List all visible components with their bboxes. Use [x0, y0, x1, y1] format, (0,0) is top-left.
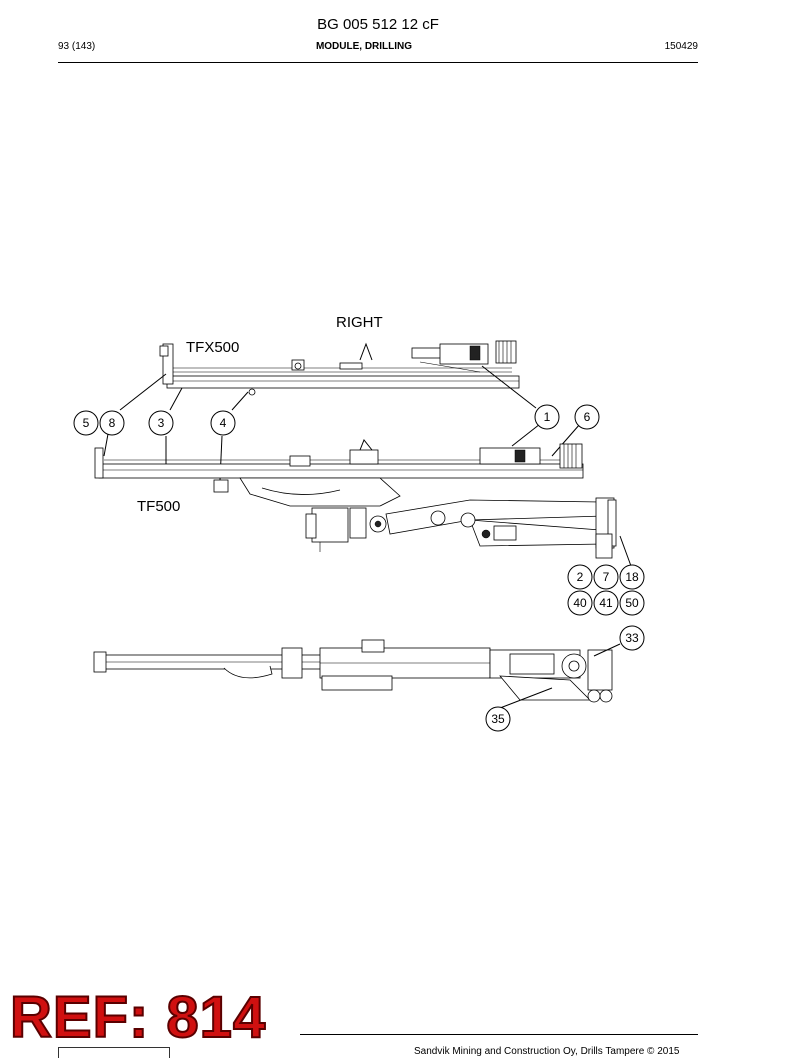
callout-5: 5: [73, 410, 99, 436]
document-date: 150429: [664, 41, 698, 52]
label-tf500: TF500: [137, 498, 180, 515]
svg-text:50: 50: [625, 596, 639, 610]
callout-3: 3: [148, 410, 174, 436]
leader-lines-middle: [619, 535, 632, 567]
boom-assembly: [239, 477, 617, 559]
svg-text:35: 35: [491, 712, 505, 726]
label-tfx500: TFX500: [186, 339, 239, 356]
callout-35: 35: [485, 706, 511, 732]
svg-text:3: 3: [158, 416, 165, 430]
svg-text:2: 2: [577, 570, 584, 584]
svg-text:6: 6: [584, 410, 591, 424]
feed-tfx500: [159, 340, 520, 396]
svg-text:40: 40: [573, 596, 587, 610]
callout-33: 33: [619, 625, 645, 651]
callout-4: 4: [210, 410, 236, 436]
callout-18: 18: [619, 564, 645, 590]
document-number: BG 005 512 12 cF: [317, 16, 439, 33]
callout-2: 2: [567, 564, 593, 590]
svg-text:5: 5: [83, 416, 90, 430]
callout-50: 50: [619, 590, 645, 616]
callout-8: 8: [99, 410, 125, 436]
callout-41: 41: [593, 590, 619, 616]
svg-text:4: 4: [220, 416, 227, 430]
callout-7: 7: [593, 564, 619, 590]
section-title: MODULE, DRILLING: [315, 41, 413, 52]
ref-watermark: REF: 814: [9, 984, 267, 1051]
label-right: RIGHT: [336, 314, 383, 331]
leader-lines-bottom: [499, 643, 621, 709]
svg-text:41: 41: [599, 596, 613, 610]
callout-1: 1: [534, 404, 560, 430]
svg-text:7: 7: [603, 570, 610, 584]
footer-rule: [300, 1034, 698, 1035]
page-number: 93 (143): [58, 41, 96, 52]
feed-tf500: [94, 439, 584, 493]
footer-copyright: Sandvik Mining and Construction Oy, Dril…: [414, 1046, 680, 1057]
callout-6: 6: [574, 404, 600, 430]
svg-text:8: 8: [109, 416, 116, 430]
svg-text:33: 33: [625, 631, 639, 645]
callout-40: 40: [567, 590, 593, 616]
feed-plan-view: [93, 639, 613, 703]
svg-text:1: 1: [544, 410, 551, 424]
svg-text:18: 18: [625, 570, 639, 584]
header-rule: [58, 62, 698, 63]
